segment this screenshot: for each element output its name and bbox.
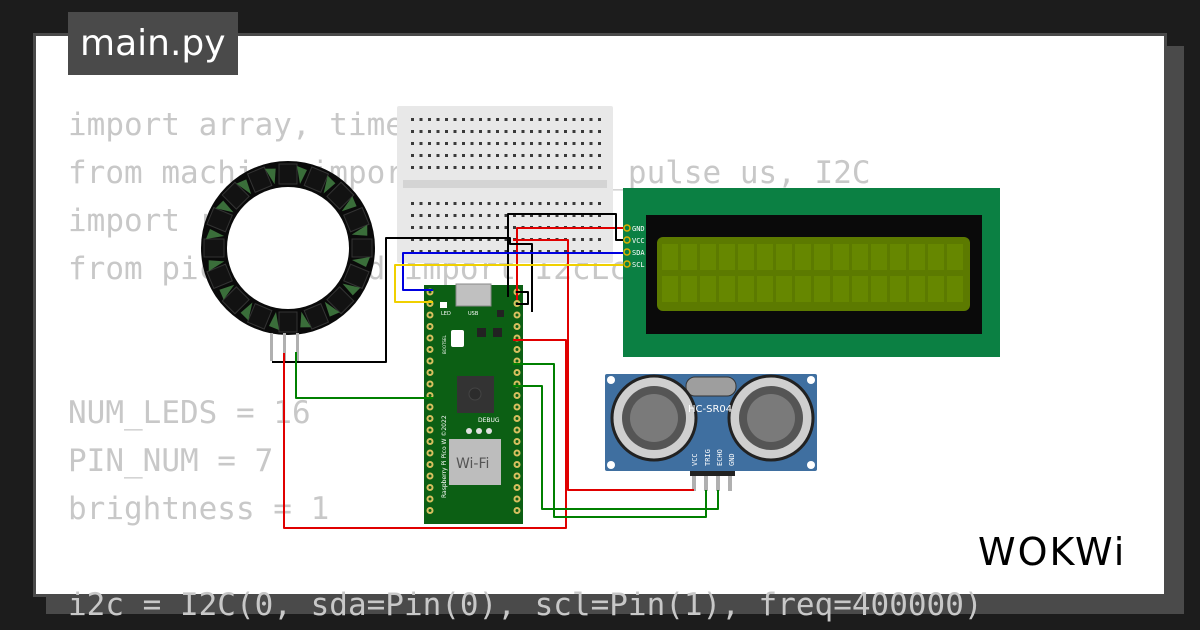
pico-pin [426, 415, 434, 422]
pico-pin [513, 449, 521, 457]
model-label: Raspberry Pi Pico W ©2022 [441, 415, 448, 498]
pico-pin [426, 438, 434, 445]
pico-pin [426, 495, 434, 503]
ultrasonic-sensor: HC-SR04 VCC TRIG ECHO GND [605, 374, 817, 491]
wokwi-logo: WOKWi [978, 530, 1127, 574]
wires [272, 213, 719, 529]
wire-black-ring [272, 237, 533, 363]
code-line: NUM_LEDS = 16 [68, 395, 311, 431]
ring-led [240, 302, 273, 330]
pico-pin [426, 380, 434, 388]
lcd-pin-scl: SCL [632, 261, 645, 269]
sensor-pin-vcc: VCC [691, 453, 699, 466]
debug-label: DEBUG [478, 417, 500, 424]
ring-led [342, 263, 370, 296]
sensor-pin-gnd: GND [728, 453, 736, 466]
wire-red-lcd [516, 227, 623, 300]
ring-led [300, 303, 330, 330]
pico-pin [426, 472, 434, 480]
lcd-pin-sda: SDA [632, 249, 645, 257]
ring-led [246, 166, 276, 193]
led-label: LED [441, 311, 451, 317]
pico-pin [426, 449, 434, 457]
ring-led [269, 311, 298, 333]
pico-pin [426, 357, 434, 365]
sensor-pin-trig: TRIG [704, 449, 712, 466]
pico-pin [426, 323, 434, 330]
code-line: i2c = I2C(0, sda=Pin(0), scl=Pin(1), fre… [68, 587, 983, 623]
pico-pin [426, 369, 434, 376]
pico-pin [513, 403, 521, 411]
code-line: import array, time [68, 107, 404, 143]
pico-pin [426, 334, 434, 342]
code-line: brightness = 1 [68, 491, 330, 527]
breadboard [397, 106, 613, 263]
pico-board: LED USB BOOTSEL DEBUG Wi-Fi Raspberry Pi… [424, 283, 523, 524]
code-line: PIN_NUM = 7 [68, 443, 274, 479]
bootsel-label: BOOTSEL [442, 335, 447, 354]
pico-pin [513, 495, 521, 503]
pico-pin [513, 415, 521, 422]
pico-pin [426, 507, 434, 514]
ring-led [219, 284, 250, 315]
sensor-pin-echo: ECHO [716, 449, 724, 466]
ring-led [278, 163, 307, 185]
wire-green-ring [295, 352, 433, 399]
ring-led [206, 200, 234, 233]
pico-pin [513, 323, 521, 330]
ring-led [343, 206, 370, 236]
neopixel-ring [201, 161, 375, 361]
pico-pin [426, 403, 434, 411]
wire-blue-sda [402, 252, 623, 291]
ring-led [324, 286, 355, 317]
pico-pin [513, 369, 521, 376]
pico-pin [426, 461, 434, 468]
pico-pin [513, 311, 521, 319]
ring-led [303, 166, 336, 194]
pico-pin [426, 311, 434, 319]
lcd-pin-vcc: VCC [632, 237, 645, 245]
wire-green-echo [513, 385, 719, 510]
pico-pin [513, 426, 521, 434]
pico-pin [513, 346, 521, 353]
ring-led [351, 238, 373, 267]
pico-pin [513, 472, 521, 480]
ring-led [326, 181, 357, 212]
pico-pin [513, 357, 521, 365]
pico-pin [513, 461, 521, 468]
pico-pin [426, 484, 434, 491]
pico-pin [426, 426, 434, 434]
wire-red-vcc [513, 239, 694, 491]
ring-led [203, 229, 225, 258]
lcd-display: GND VCC SDA SCL [623, 188, 1000, 357]
ring-led [221, 179, 252, 210]
ring-led [206, 260, 233, 290]
wifi-label: Wi-Fi [456, 456, 489, 472]
usb-label: USB [468, 311, 479, 317]
wire-black-lcd [507, 213, 623, 297]
file-tab[interactable]: main.py [68, 12, 238, 75]
pico-pin [513, 507, 521, 514]
wire-black-gnd [516, 291, 529, 305]
wire-yellow-scl [394, 264, 623, 303]
pico-pin [513, 484, 521, 491]
pico-pin [426, 346, 434, 353]
pico-pin [513, 392, 521, 399]
pico-pin [513, 438, 521, 445]
sensor-label: HC-SR04 [688, 404, 732, 415]
wire-red-ring [283, 339, 567, 529]
lcd-pin-gnd: GND [632, 225, 645, 233]
